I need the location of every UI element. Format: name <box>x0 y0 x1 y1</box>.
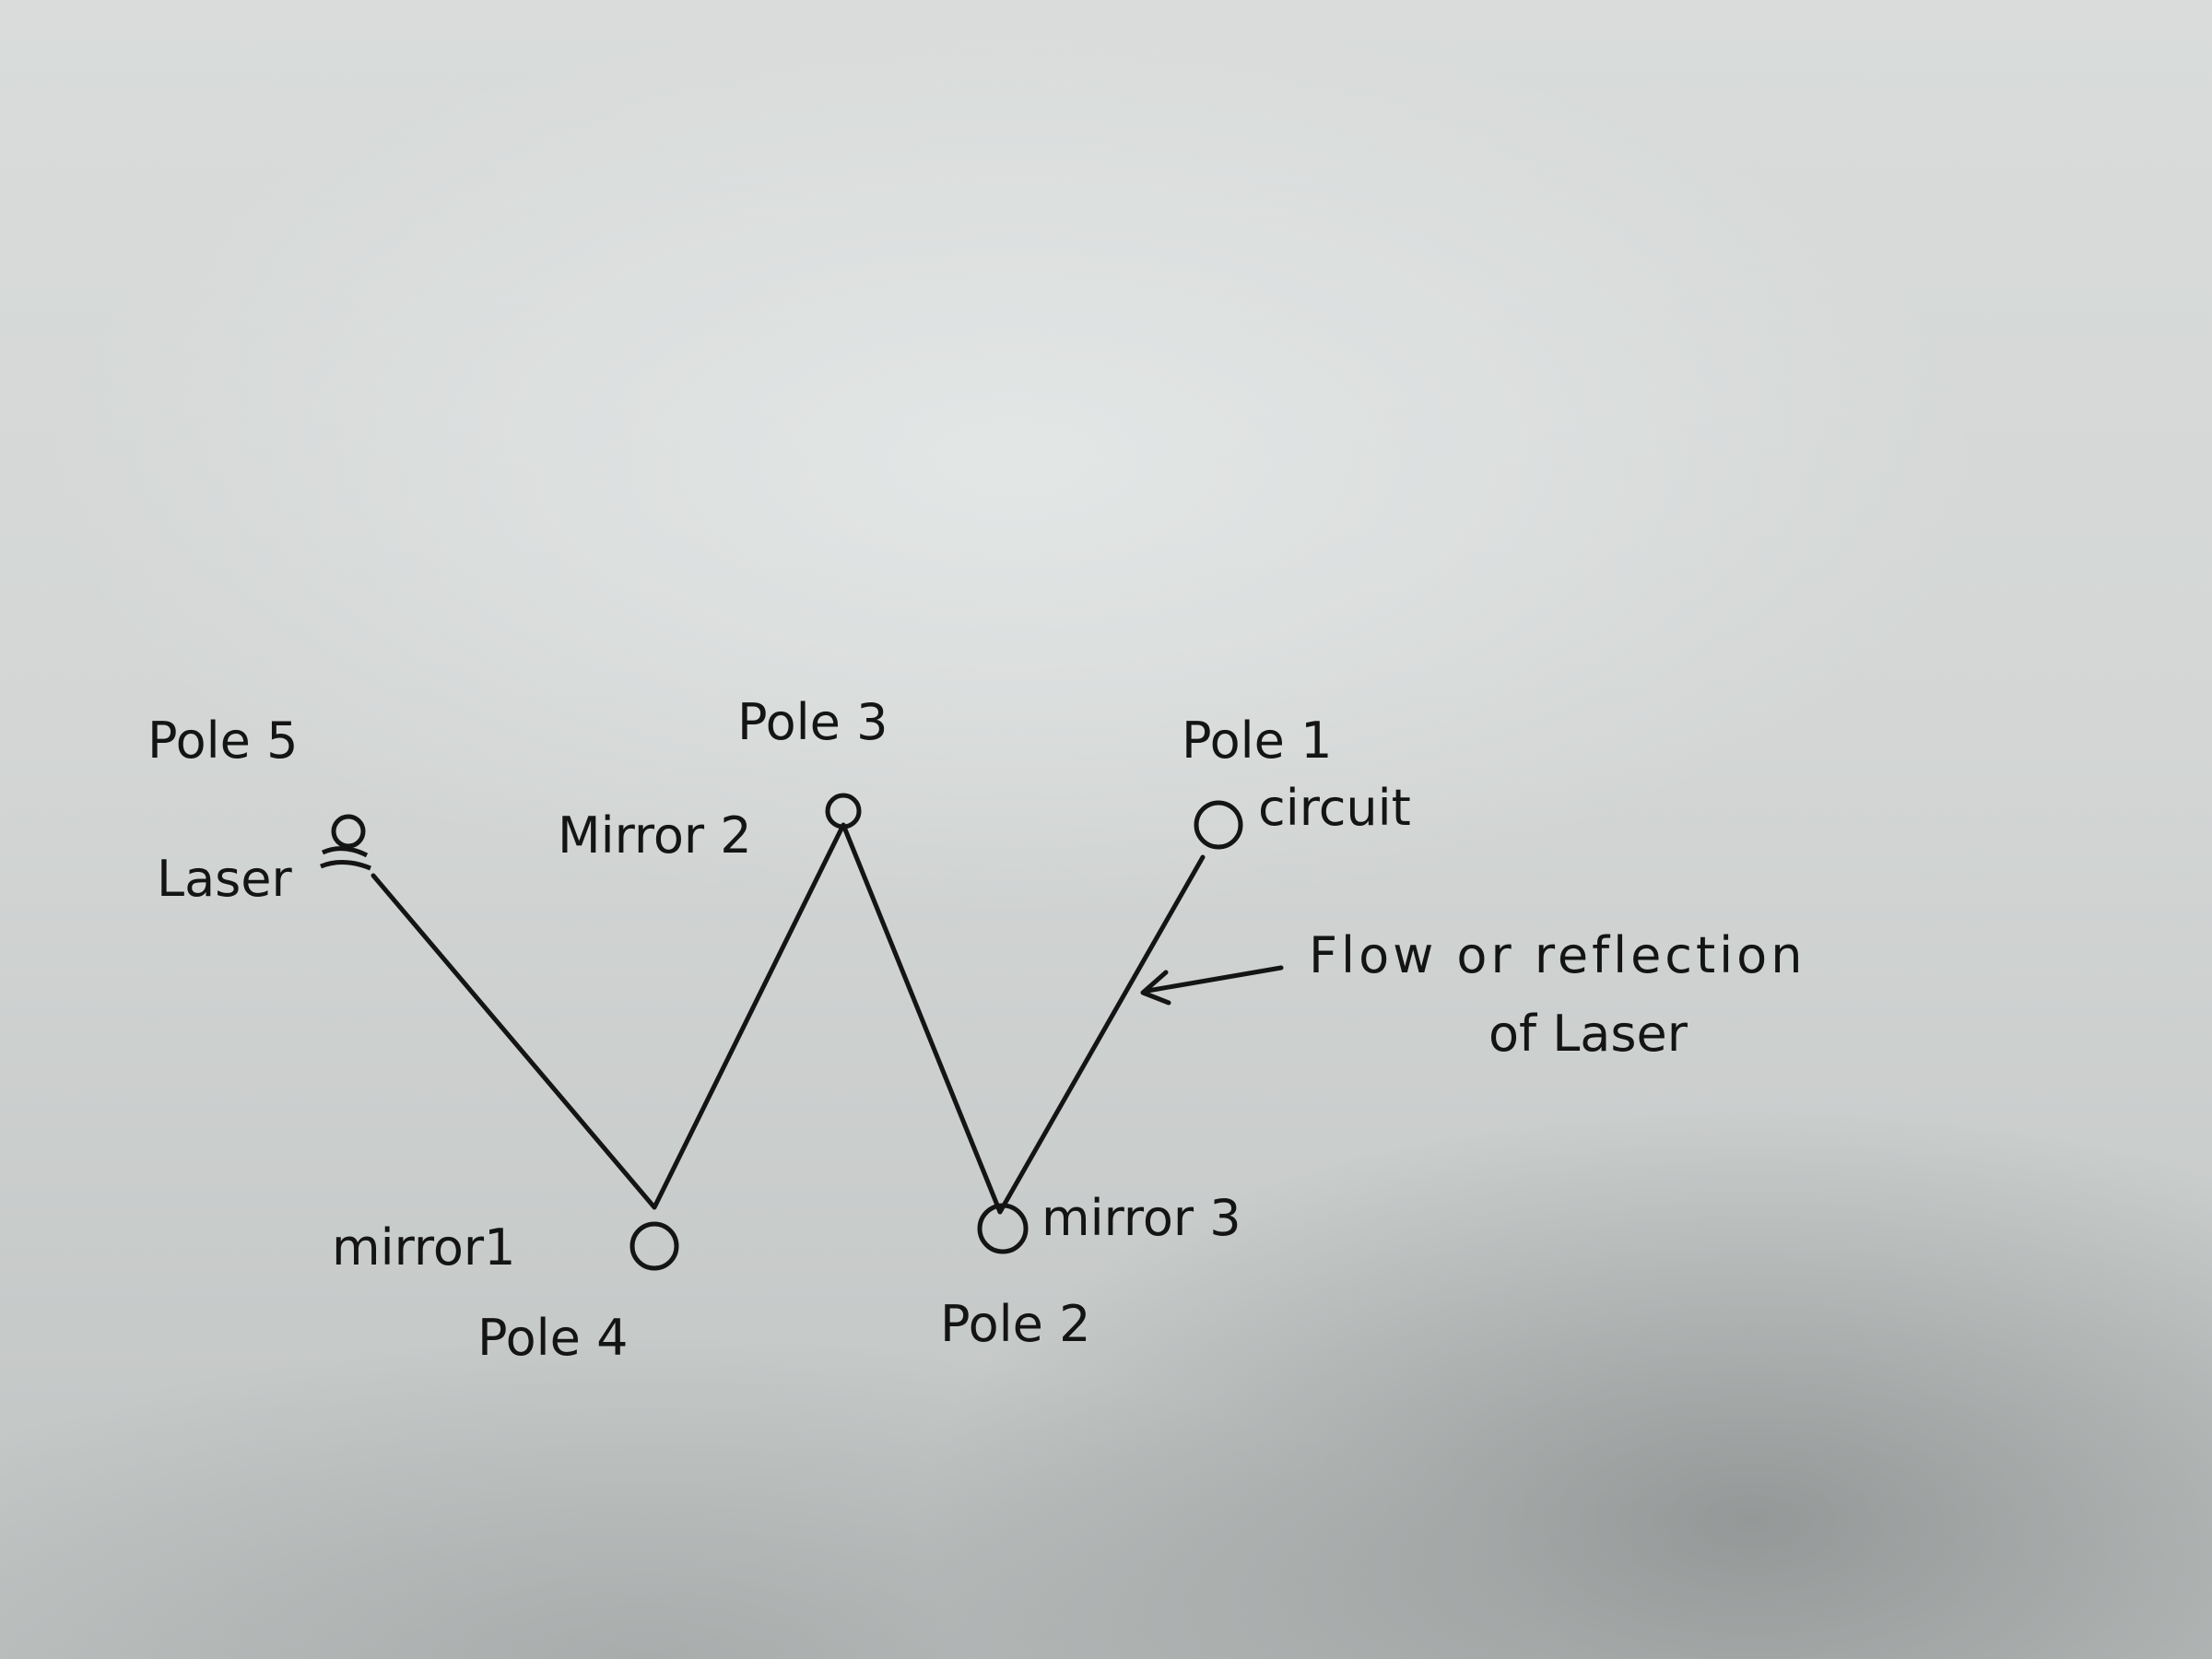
label-mirror3: mirror 3 <box>1041 1189 1241 1247</box>
label-pole1: Pole 1 <box>1182 712 1332 770</box>
label-pole4: Pole 4 <box>477 1309 628 1367</box>
label-mirror2: Mirror 2 <box>558 806 752 865</box>
pole5-laser-marker <box>320 814 371 871</box>
label-circuit: circuit <box>1258 779 1411 837</box>
annotation-arrow-shaft <box>1145 965 1284 994</box>
label-pole5: Pole 5 <box>147 712 298 770</box>
label-pole2: Pole 2 <box>940 1295 1090 1353</box>
label-mirror1: mirror1 <box>332 1218 515 1277</box>
label-laser: Laser <box>157 850 293 908</box>
label-annotation-line2: of Laser <box>1488 1005 1688 1063</box>
label-pole3: Pole 3 <box>737 693 888 751</box>
annotation-arrow-head <box>1140 970 1171 1006</box>
pole4-marker <box>629 1221 679 1271</box>
label-annotation-line1: Flow or reflection <box>1309 926 1806 984</box>
pole1-marker <box>1194 800 1243 850</box>
laser-path <box>371 822 1206 1215</box>
pole2-marker <box>977 1203 1029 1254</box>
pole3-marker <box>825 793 862 830</box>
